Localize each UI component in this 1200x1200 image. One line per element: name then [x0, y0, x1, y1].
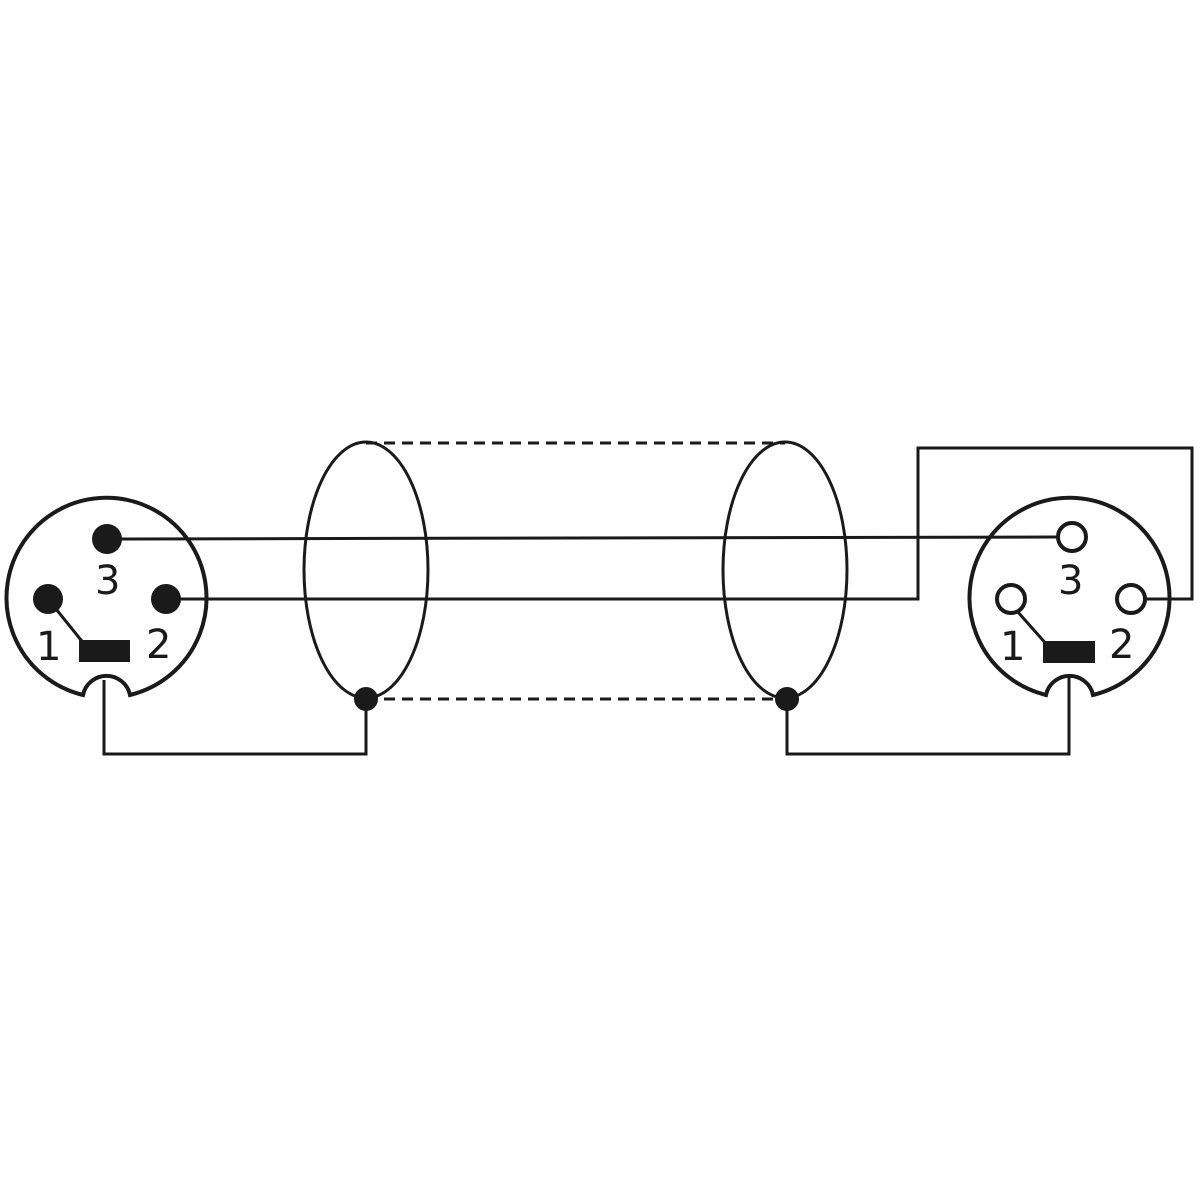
female-pin-2: [1115, 583, 1147, 615]
female-ground-lug: [1043, 641, 1095, 663]
cable-shield: [302, 440, 849, 711]
male-pin-2-label: 2: [146, 622, 171, 668]
female-pin-1: [995, 583, 1027, 615]
wire-ground-left: [102, 680, 368, 756]
female-xlr-connector: [967, 495, 1172, 698]
wiring: [102, 446, 1194, 756]
female-pin-1-label: 1: [1000, 624, 1025, 670]
male-pin-1: [33, 584, 63, 614]
male-connector-housing: [4, 495, 209, 698]
wire-pin3: [106, 535, 1059, 541]
female-pin-2-label: 2: [1109, 622, 1134, 668]
shield-ellipse-right: [721, 440, 849, 700]
male-ground-lug: [79, 640, 130, 662]
female-pin-3-label: 3: [1058, 558, 1083, 604]
male-pin1-ground-link: [50, 603, 87, 646]
female-pin-3: [1056, 521, 1088, 553]
male-pin-3-label: 3: [95, 558, 120, 604]
female-pin1-ground-link: [1015, 610, 1050, 647]
female-connector-housing: [967, 495, 1172, 698]
wire-ground-right: [785, 675, 1071, 756]
male-pin-1-label: 1: [36, 624, 61, 670]
shield-ellipse-left: [302, 440, 430, 700]
wire-pin2: [166, 446, 1194, 601]
